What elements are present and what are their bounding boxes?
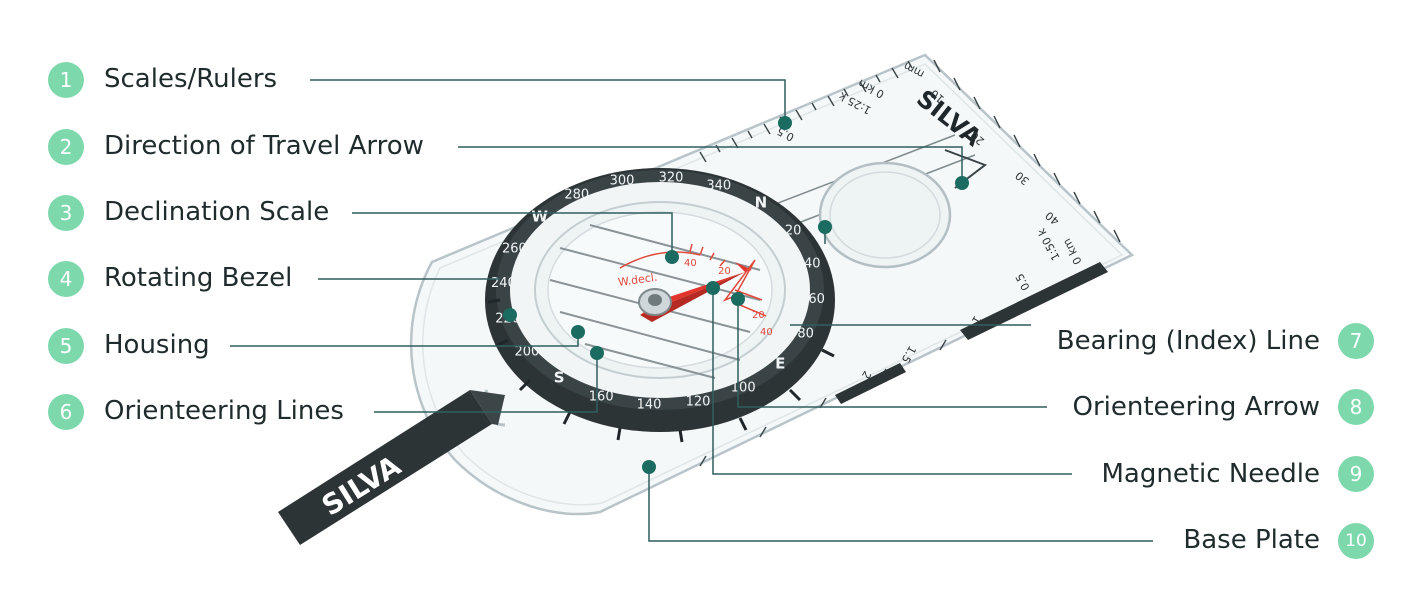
bezel-grip	[487, 298, 835, 443]
declination-mark: 40	[760, 327, 773, 338]
callout-dot-declination	[665, 250, 679, 264]
leader-lines	[230, 79, 1153, 542]
callout-dot-bearing-line	[818, 220, 832, 234]
callout-dot-scales	[778, 116, 792, 130]
bezel-number: S	[554, 368, 565, 386]
bezel-number: 260	[502, 241, 527, 256]
label-base-plate: Base Plate	[1183, 525, 1320, 555]
badge-2: 2	[48, 129, 84, 165]
label-rotating-bezel: Rotating Bezel	[104, 263, 293, 293]
label-orienteering-lines: Orienteering Lines	[104, 396, 344, 426]
declination-mark: 40	[684, 258, 697, 269]
declination-label: W.decl.	[617, 271, 658, 289]
declination-scale	[619, 243, 767, 317]
bezel-number: 80	[797, 327, 814, 342]
bezel-number: 100	[731, 381, 756, 396]
callout-dots	[503, 116, 969, 474]
badge-5: 5	[48, 328, 84, 364]
label-magnetic-needle: Magnetic Needle	[1101, 459, 1321, 489]
bezel-number: 160	[589, 390, 614, 405]
declination-marks: 40 20 20 40	[684, 258, 773, 338]
badge-7: 7	[1338, 323, 1374, 359]
bezel-number: 40	[804, 256, 821, 271]
bezel-number: 120	[686, 395, 711, 410]
bezel-number: 140	[637, 398, 662, 413]
badge-1: 1	[48, 62, 84, 98]
badge-4: 4	[48, 261, 84, 297]
bezel-numbers: 280300320340N20406080E100120140160S20022…	[491, 170, 825, 412]
bezel-number: 60	[808, 292, 825, 307]
badge-10: 10	[1338, 523, 1374, 559]
callout-dot-needle	[706, 281, 720, 295]
label-housing: Housing	[104, 330, 210, 360]
orienteering-arrow	[722, 259, 756, 302]
callout-dot-bezel	[503, 308, 517, 322]
callout-dot-housing	[571, 325, 585, 339]
bezel-number: 20	[785, 224, 802, 239]
ruler-ticks	[699, 59, 1121, 467]
label-orienteering-arrow: Orienteering Arrow	[1072, 392, 1320, 422]
label-scales-rulers: Scales/Rulers	[104, 64, 278, 94]
callout-dot-base-plate	[642, 460, 656, 474]
bezel-number: 340	[706, 178, 731, 193]
callout-dot-travel-arrow	[955, 176, 969, 190]
bezel-number: 300	[610, 173, 635, 188]
badge-9: 9	[1338, 456, 1374, 492]
bezel-number: W	[531, 208, 548, 226]
callout-dot-orienteering-lines	[590, 346, 604, 360]
declination-mark: 20	[752, 310, 765, 321]
bezel-number: E	[775, 354, 785, 372]
label-bearing-index-line: Bearing (Index) Line	[1056, 326, 1320, 356]
bezel-number: N	[755, 194, 768, 212]
bezel-number: 200	[514, 344, 539, 359]
badge-3: 3	[48, 195, 84, 231]
callout-dot-orienteering-arrow	[731, 292, 745, 306]
bezel-number: 320	[659, 170, 684, 185]
bezel-number: 280	[564, 187, 589, 202]
badge-8: 8	[1338, 389, 1374, 425]
badge-6: 6	[48, 394, 84, 430]
compass-housing	[485, 168, 835, 443]
label-direction-of-travel-arrow: Direction of Travel Arrow	[104, 131, 424, 161]
label-declination-scale: Declination Scale	[104, 197, 330, 227]
declination-mark: 20	[718, 266, 731, 277]
